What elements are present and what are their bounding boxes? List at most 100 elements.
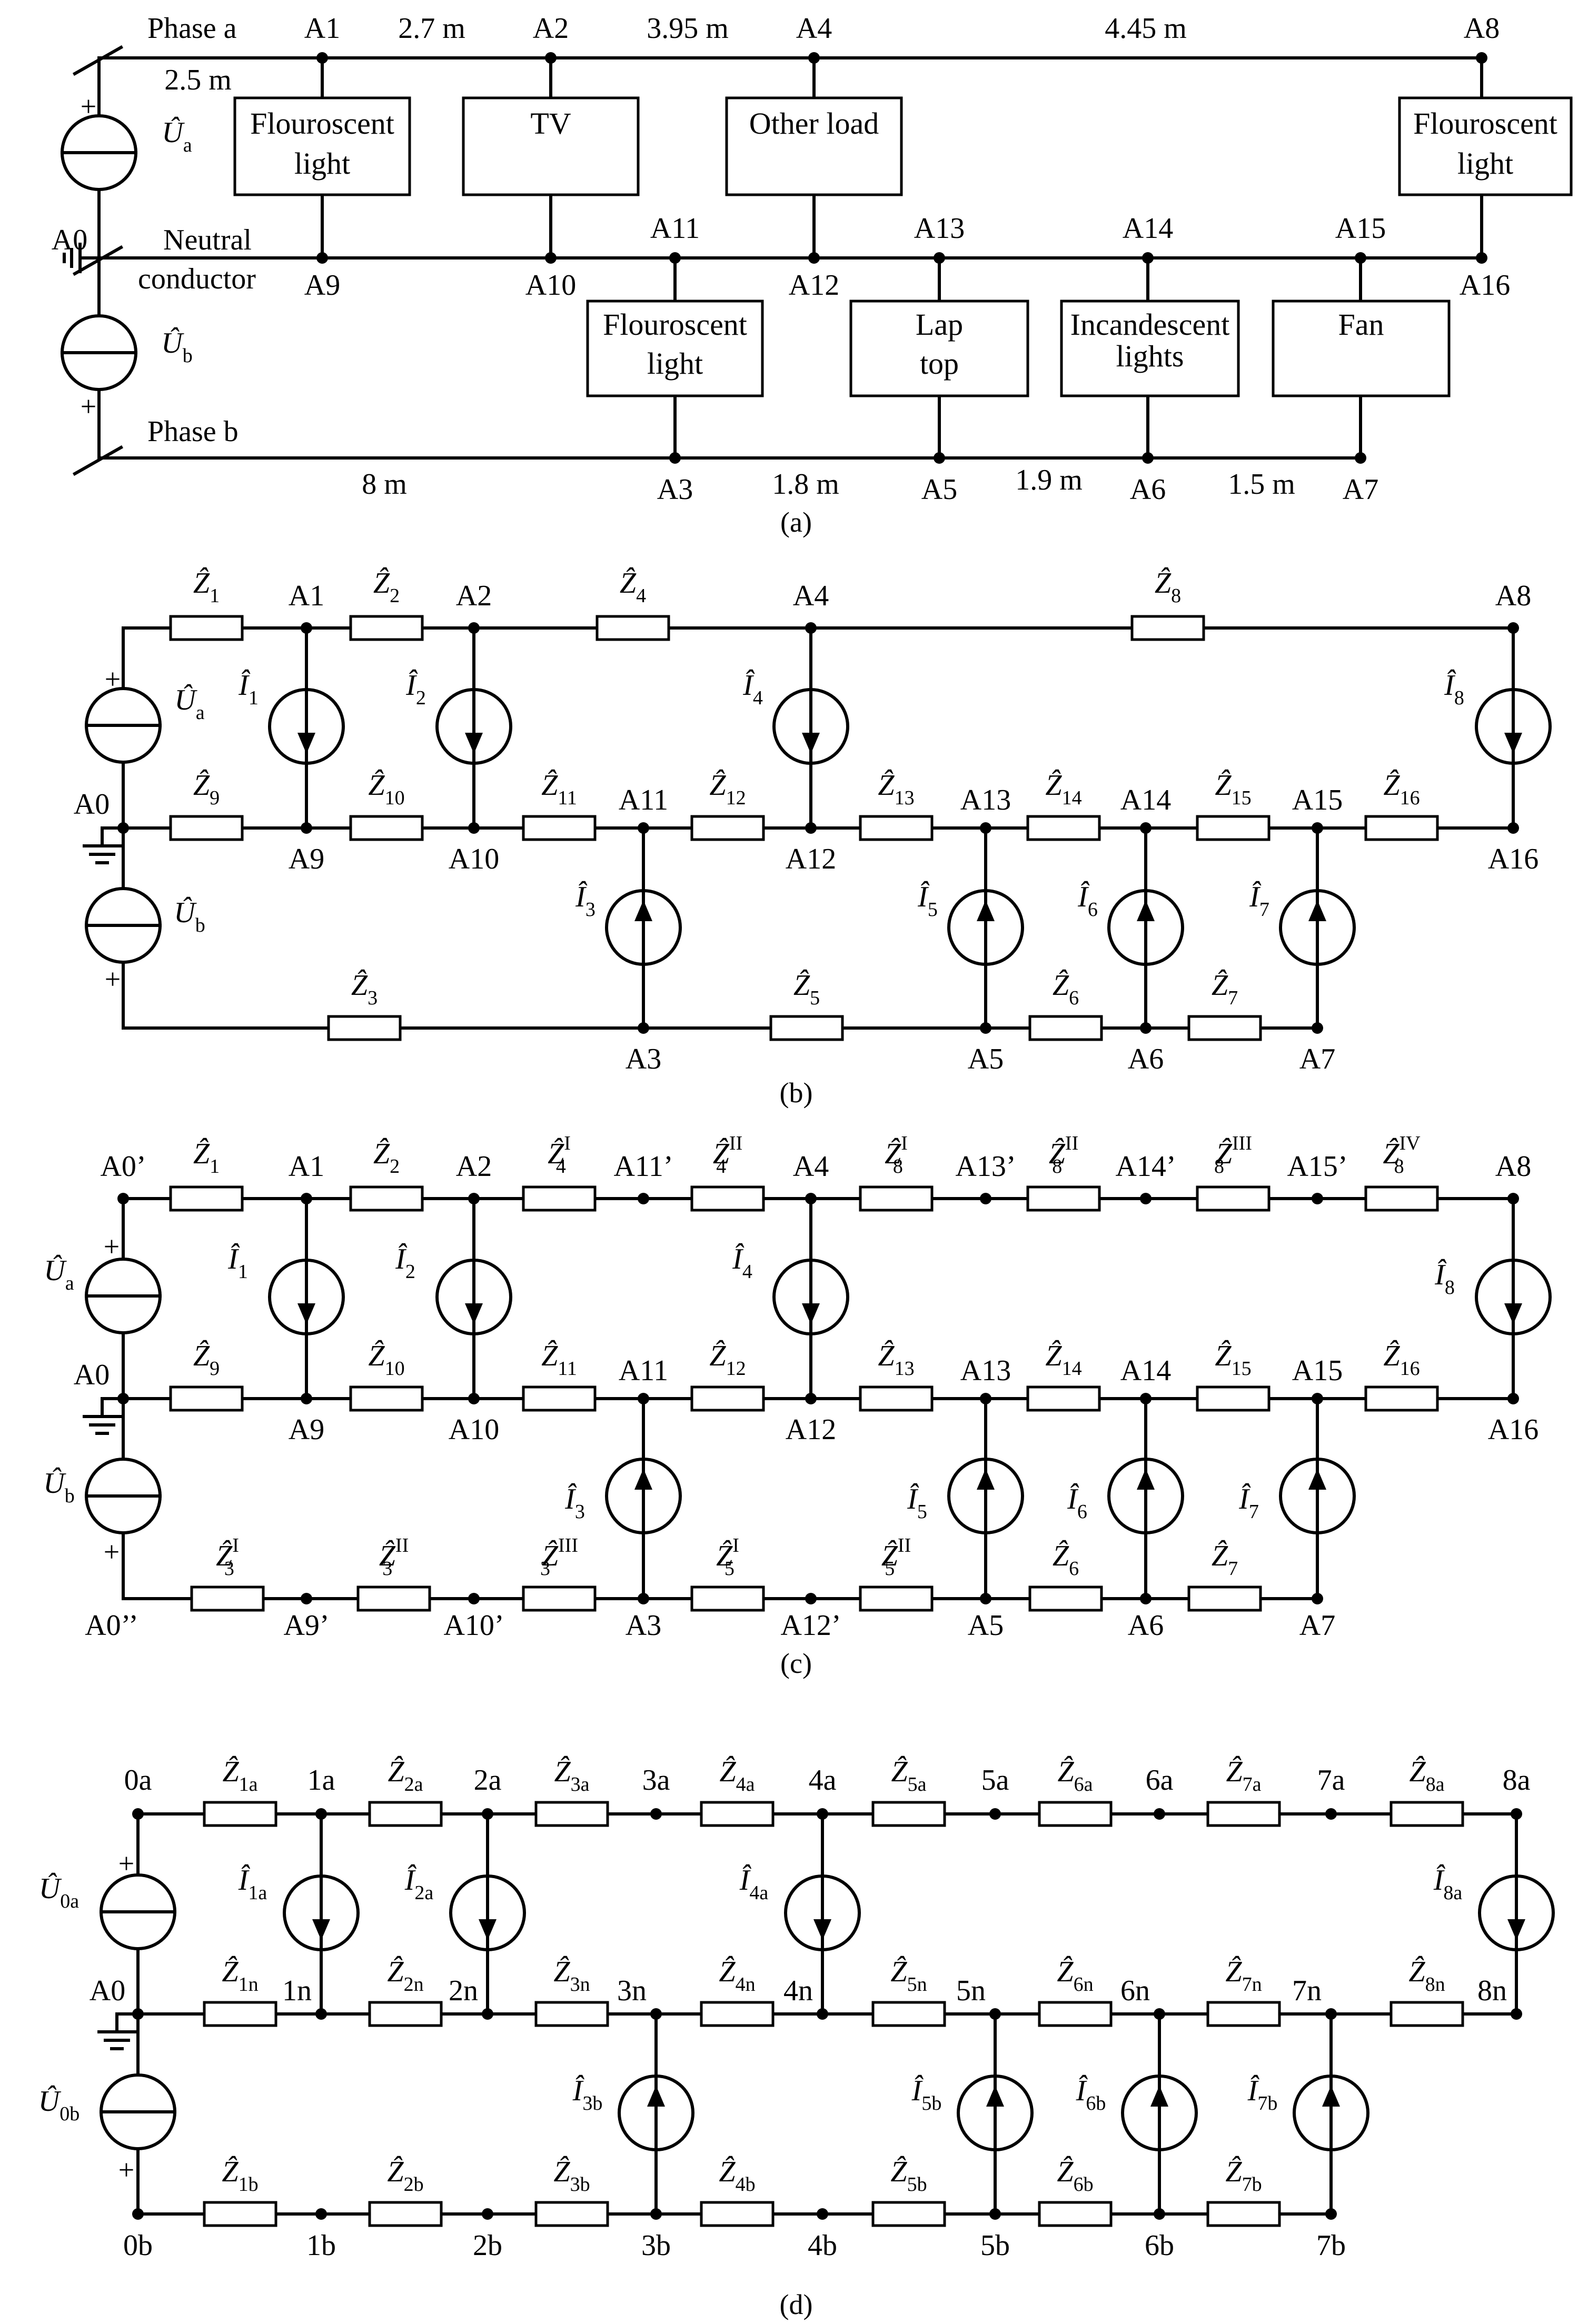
arrow-up-icon: [1150, 2086, 1168, 2107]
current-i6: Î6: [1077, 881, 1098, 921]
current-i3: Î3: [575, 881, 596, 921]
node-3a: 3a: [642, 1764, 670, 1797]
node-dot-A8: [1507, 1193, 1519, 1204]
impedance-z1a: Ẑ1a: [222, 1756, 257, 1796]
arrow-up-icon: [977, 900, 995, 921]
subscript: 12: [726, 1358, 746, 1380]
symbol-letter: Ẑ: [368, 1340, 385, 1372]
node-A0: A0: [90, 1974, 125, 2007]
subscript: 2a: [414, 1882, 433, 1904]
resistor-z8I: [859, 1185, 934, 1212]
current-i4a: Î4a: [739, 1864, 769, 1904]
neutral-slash: [72, 245, 124, 276]
symbol-letter: Ẑ: [881, 1540, 898, 1572]
node-A2: A2: [533, 12, 569, 45]
symbol-letter: Ẑ: [1212, 969, 1228, 1002]
subscript: 2: [405, 1261, 415, 1283]
impedance-z1: Ẑ1: [193, 1138, 220, 1178]
resistor-z1: [169, 615, 244, 641]
impedance-z5b: Ẑ5b: [890, 2156, 927, 2196]
subscript: 4b: [736, 2173, 756, 2196]
node-A13: A13: [960, 1354, 1011, 1387]
symbol-letter: Ẑ: [1053, 969, 1069, 1002]
resistor-z3b: [534, 2201, 609, 2227]
resistor-z3I: [190, 1585, 265, 1612]
source-a-label: Ûa: [44, 1254, 74, 1294]
subscript: 7b: [1242, 2173, 1262, 2196]
symbol-letter: Ẑ: [719, 1756, 736, 1788]
impedance-z4: Ẑ4: [620, 567, 646, 607]
current-source-i6: [1107, 1458, 1184, 1534]
node-dot-A0: [132, 2008, 144, 2020]
phase-b-label: Phase b: [147, 415, 239, 448]
resistor-z11: [522, 815, 597, 841]
current-source-i8: [1475, 1259, 1552, 1335]
impedance-z7b: Ẑ7b: [1225, 2156, 1262, 2196]
source-0a-label: Û0a: [39, 1872, 79, 1912]
resistor-z16: [1364, 815, 1439, 841]
symbol-letter: Ẑ: [1045, 1340, 1062, 1372]
superscript: II: [898, 1534, 911, 1557]
arrow-down-icon: [297, 733, 315, 754]
symbol-letter: Ẑ: [548, 1138, 564, 1170]
node-dot-0a: [132, 1808, 144, 1820]
resistor-z2a: [368, 1801, 443, 1827]
impedance-z3b: Ẑ3b: [553, 2156, 590, 2196]
subscript: 2: [390, 1155, 400, 1178]
current-i7b: Î7b: [1247, 2074, 1278, 2114]
subscript: 14: [1062, 1358, 1082, 1380]
symbol-letter: Ẑ: [387, 1956, 404, 1988]
resistor-z11: [522, 1385, 597, 1412]
distance-1-8m: 1.8 m: [772, 468, 839, 501]
impedance-z6n: Ẑ6n: [1057, 1956, 1093, 1996]
current-i6: Î6: [1067, 1483, 1087, 1523]
current-i1: Î1: [227, 1243, 248, 1283]
subscript: 3: [575, 1501, 585, 1523]
subscript: 5: [928, 899, 938, 921]
resistor-z6b: [1038, 2201, 1113, 2227]
impedance-z8: Ẑ8: [1155, 567, 1181, 607]
resistor-z5b: [871, 2201, 946, 2227]
resistor-z3III: [522, 1585, 597, 1612]
current-source-i8a: [1478, 1874, 1555, 1951]
resistor-z3a: [534, 1801, 609, 1827]
current-source-i4: [772, 1259, 849, 1335]
source-a-label: Ûa: [174, 683, 204, 724]
arrow-down-icon: [1507, 1919, 1525, 1940]
symbol-letter: Û: [43, 1467, 66, 1500]
node-dot-A14p: [1140, 1193, 1152, 1204]
load-laptop-text-1: Lap: [916, 307, 963, 342]
resistor-z8a: [1390, 1801, 1464, 1827]
superscript: II: [395, 1534, 409, 1557]
subscript: 7: [1259, 899, 1269, 921]
subscript: 2n: [404, 1973, 424, 1996]
node-dot-3a: [650, 1808, 662, 1820]
node-A0: A0: [52, 224, 87, 256]
symbol-letter: Ẑ: [1408, 1956, 1425, 1988]
node-A15p: A15’: [1287, 1150, 1347, 1183]
distance-2-7m: 2.7 m: [398, 12, 465, 45]
node-A8: A8: [1464, 12, 1500, 45]
current-source-i2: [435, 1259, 512, 1335]
subscript: 4a: [749, 1882, 768, 1904]
node-A5: A5: [968, 1609, 1004, 1642]
ground-icon: [83, 1397, 125, 1435]
symbol-letter: Ẑ: [541, 1340, 558, 1372]
node-1b: 1b: [306, 2229, 336, 2262]
symbol-letter: Ẑ: [222, 2156, 239, 2188]
symbol-letter: Ẑ: [387, 2156, 404, 2188]
node-A16: A16: [1488, 1413, 1539, 1446]
load-flouroscent-8-text-2: light: [1457, 146, 1513, 181]
symbol-letter: Ẑ: [709, 1340, 726, 1372]
symbol-letter: Ẑ: [193, 567, 210, 600]
node-4b: 4b: [808, 2229, 837, 2262]
current-source-i1: [268, 1259, 345, 1335]
symbol-letter: Ẑ: [1053, 1540, 1069, 1572]
node-A10p: A10’: [443, 1609, 504, 1642]
subscript: 10: [385, 787, 405, 809]
superscript: I: [232, 1534, 239, 1557]
